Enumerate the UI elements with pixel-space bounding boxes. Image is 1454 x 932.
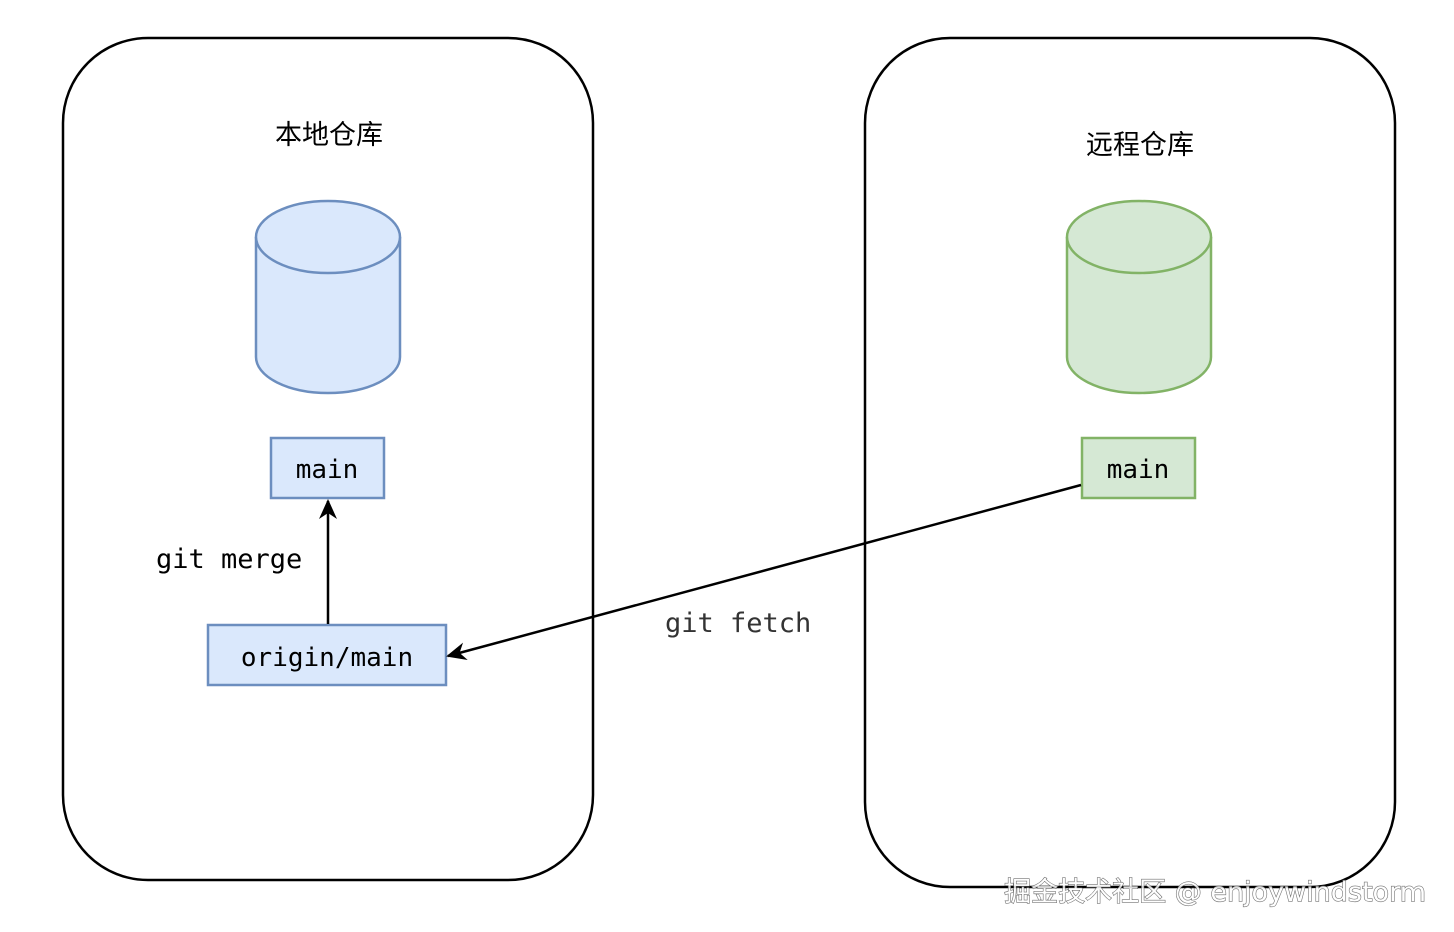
- local-database-body: [254, 237, 402, 395]
- git-merge-edge: git merge: [156, 499, 337, 624]
- origin-main-branch-label: origin/main: [241, 643, 413, 673]
- local-database-top: [254, 199, 402, 275]
- git-fetch-label: git fetch: [665, 608, 811, 639]
- git-fetch-arrow: [446, 483, 1082, 660]
- local-main-branch-box: [269, 436, 386, 500]
- local-repository: 本地仓库 main origin/main: [61, 36, 595, 882]
- remote-database-top: [1065, 199, 1213, 275]
- git-merge-label: git merge: [156, 544, 302, 575]
- local-database-icon: [254, 199, 402, 395]
- remote-main-branch-box: [1080, 436, 1197, 500]
- git-fetch-edge: git fetch: [446, 483, 1082, 660]
- watermark-text: 掘金技术社区 @ enjoywindstorm: [1004, 877, 1426, 908]
- remote-database-body: [1065, 237, 1213, 395]
- remote-main-branch-label: main: [1107, 455, 1170, 485]
- remote-main-branch: main: [1080, 436, 1197, 500]
- origin-main-branch: origin/main: [206, 623, 448, 687]
- remote-repository: 远程仓库 main: [863, 36, 1397, 889]
- remote-repository-title: 远程仓库: [1086, 130, 1194, 161]
- local-main-branch-label: main: [296, 455, 359, 485]
- remote-database-icon: [1065, 199, 1213, 395]
- local-repository-title: 本地仓库: [275, 120, 383, 151]
- origin-main-branch-box: [206, 623, 448, 687]
- local-main-branch: main: [269, 436, 386, 500]
